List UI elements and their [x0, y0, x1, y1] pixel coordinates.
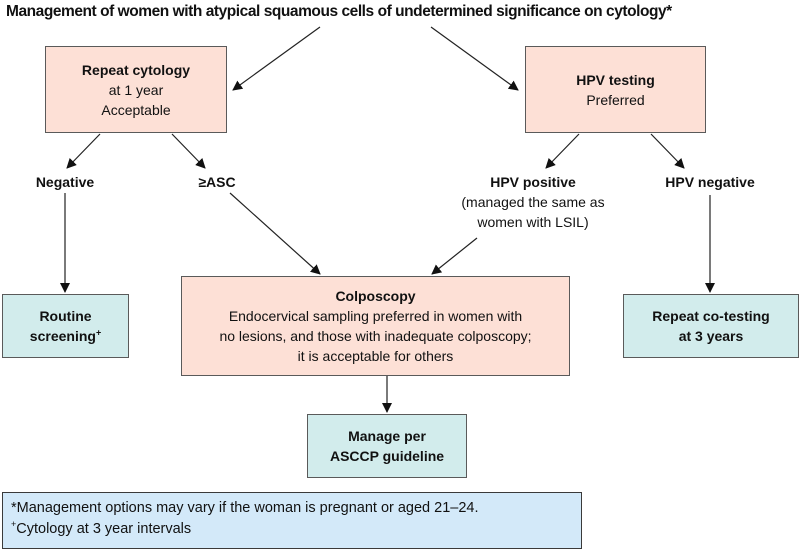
routine-screening-box: Routine screening+ [2, 294, 129, 358]
asc-label: ≥ASC [198, 174, 236, 190]
repeat-cytology-box: Repeat cytology at 1 year Acceptable [45, 46, 227, 133]
manage-asccp-line2: ASCCP guideline [329, 448, 445, 464]
hpv-testing-status: Preferred [586, 91, 645, 108]
repeat-cotesting-line2: at 3 years [678, 328, 744, 344]
colposcopy-line3: it is acceptable for others [297, 348, 454, 364]
footnote-2-mark: + [11, 519, 17, 530]
routine-screening-line2: screening [29, 328, 96, 344]
diagram-title: Management of women with atypical squamo… [6, 3, 672, 20]
repeat-cytology-interval: at 1 year [108, 81, 164, 98]
footnote-1: *Management options may vary if the woma… [11, 500, 479, 516]
colposcopy-line1: Endocervical sampling preferred in women… [228, 308, 523, 324]
repeat-cotesting-line1: Repeat co-testing [652, 308, 770, 324]
footnote-mark: + [95, 327, 102, 338]
repeat-cytology-status: Acceptable [101, 101, 171, 118]
arrow-title-to-hpv-testing [430, 26, 519, 91]
manage-asccp-box: Manage per ASCCP guideline [307, 414, 467, 478]
arrow-title-to-repeat-cytology [232, 26, 321, 91]
hpv-negative-label: HPV negative [665, 174, 755, 190]
hpv-positive-label: HPV positive [490, 174, 576, 190]
hpv-testing-box: HPV testing Preferred [525, 46, 706, 133]
repeat-cotesting-box: Repeat co-testing at 3 years [623, 294, 799, 358]
repeat-cytology-heading: Repeat cytology [81, 61, 191, 78]
hpv-positive-note-2: women with LSIL) [477, 214, 589, 230]
arrow-hpv-to-negative [650, 133, 685, 169]
colposcopy-box: Colposcopy Endocervical sampling preferr… [181, 276, 570, 376]
arrow-cytology-to-asc [171, 133, 206, 169]
manage-asccp-line1: Manage per [348, 428, 426, 444]
arrow-cytology-to-negative [66, 133, 101, 169]
arrow-positive-to-colposcopy [431, 237, 478, 275]
hpv-testing-heading: HPV testing [576, 71, 655, 88]
arrow-asc-to-colposcopy [229, 192, 321, 275]
hpv-positive-note-1: (managed the same as [461, 194, 605, 210]
negative-label: Negative [35, 174, 95, 190]
colposcopy-heading: Colposcopy [335, 288, 416, 304]
footnote-box: *Management options may vary if the woma… [2, 492, 582, 549]
hpv-positive-node: HPV positive (managed the same as women … [453, 172, 613, 232]
colposcopy-line2: no lesions, and those with inadequate co… [219, 328, 532, 344]
routine-screening-line1: Routine [39, 308, 92, 324]
arrow-hpv-to-positive [545, 133, 580, 169]
footnote-2: Cytology at 3 year intervals [16, 521, 192, 537]
